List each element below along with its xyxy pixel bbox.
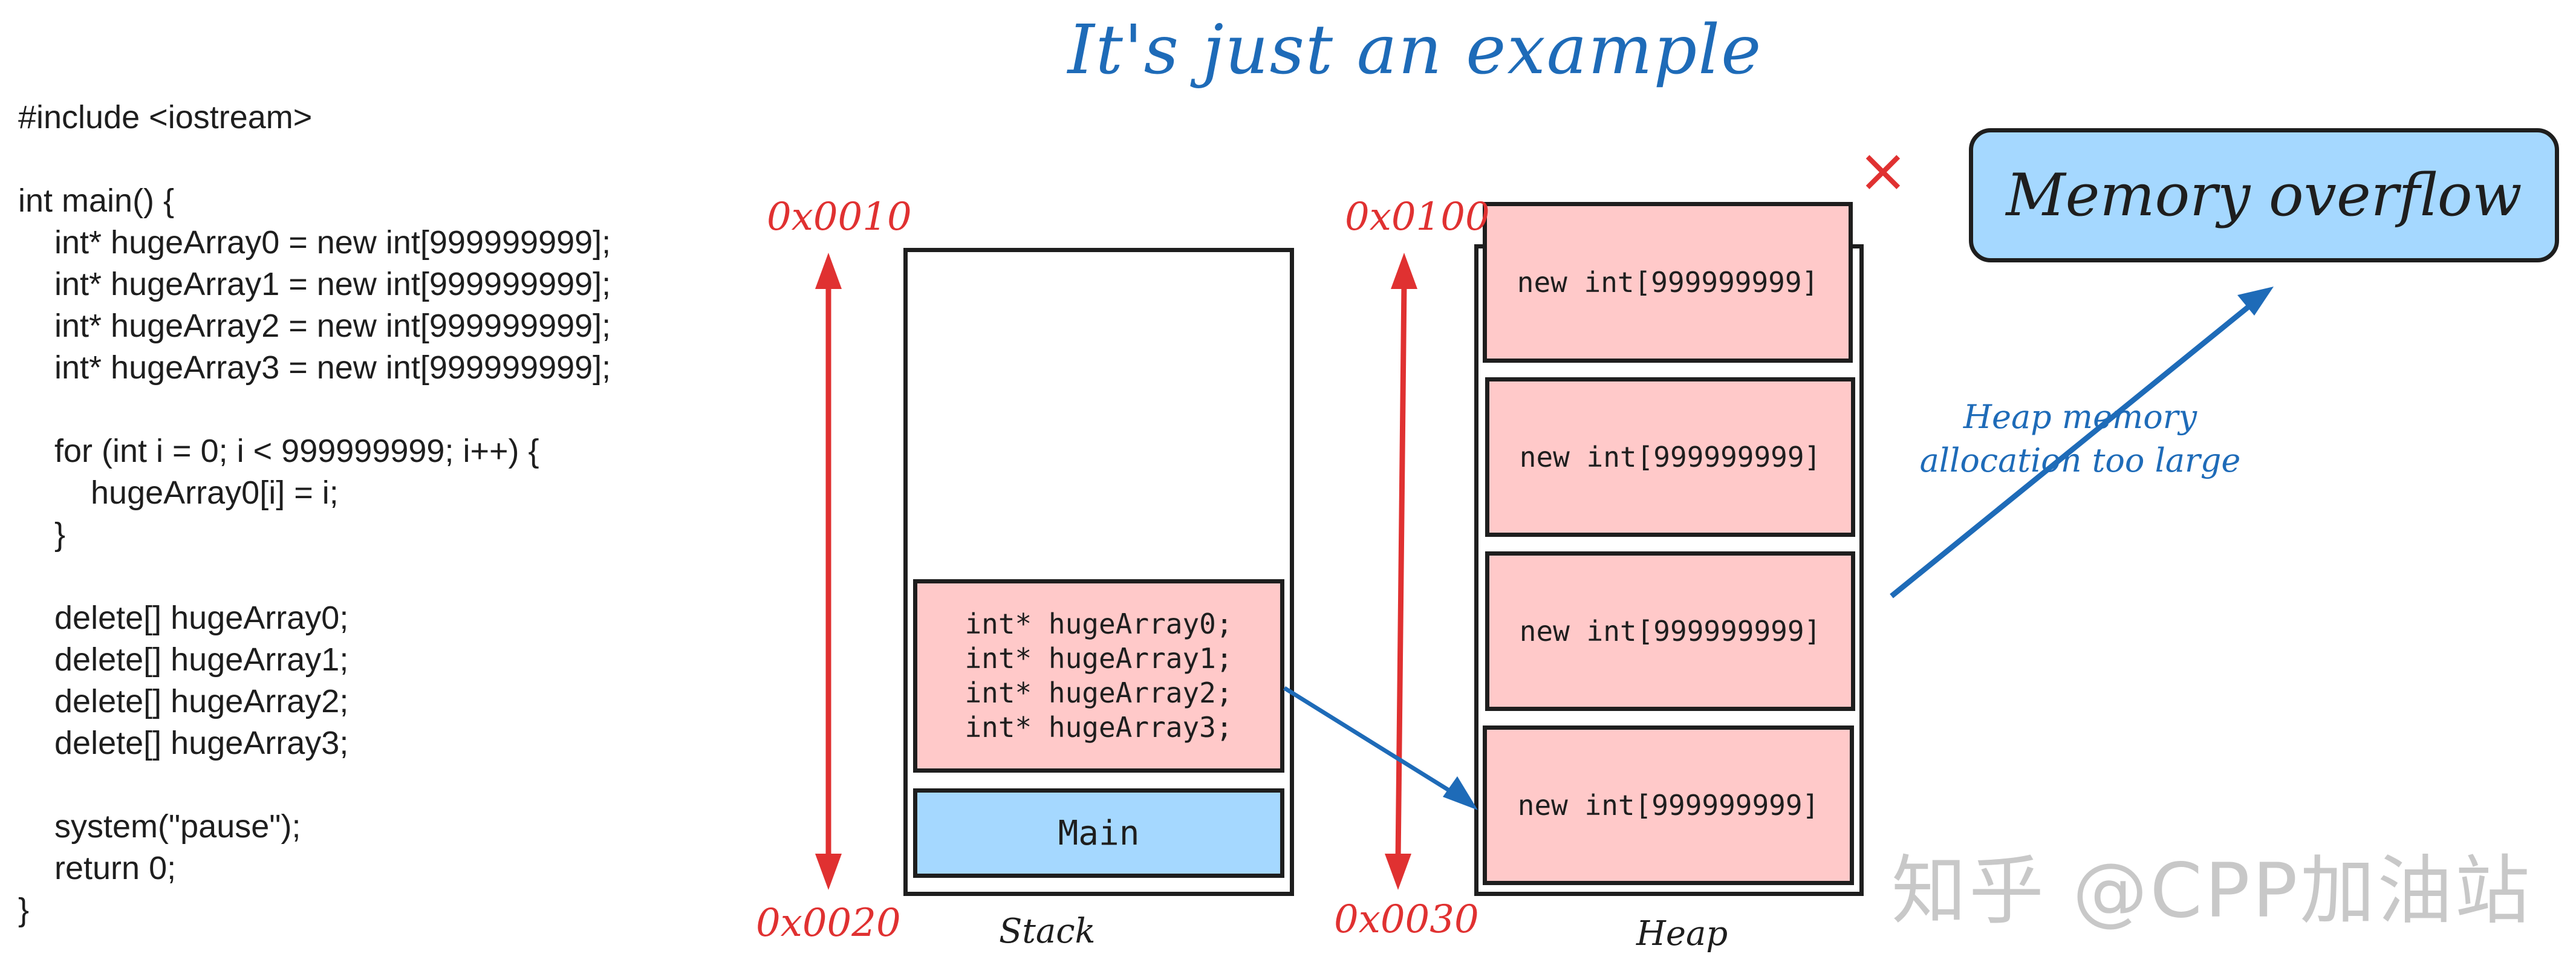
stack-label: Stack <box>999 912 1096 951</box>
heap-note: Heap memory allocation too large <box>1893 395 2268 482</box>
stack-variable: int* hugeArray3; <box>964 711 1233 744</box>
stack-container <box>903 248 1294 896</box>
heap-block: new int[999999999] <box>1485 551 1855 711</box>
heap-block: new int[999999999] <box>1483 202 1853 363</box>
heap-block-label: new int[999999999] <box>1519 615 1821 648</box>
diagram-title: It's just an example <box>1067 11 1763 89</box>
stack-bottom-address: 0x0020 <box>756 901 901 946</box>
code-line: delete[] hugeArray1; <box>18 641 349 678</box>
code-line: int* hugeArray3 = new int[999999999]; <box>18 349 611 386</box>
code-line: delete[] hugeArray2; <box>18 683 349 719</box>
main-frame-box: Main <box>913 788 1284 878</box>
heap-bottom-address: 0x0030 <box>1334 897 1479 942</box>
stack-variable: int* hugeArray1; <box>964 642 1233 675</box>
heap-block: new int[999999999] <box>1485 377 1855 537</box>
code-line: } <box>18 516 66 553</box>
heap-top-address: 0x0100 <box>1345 195 1490 239</box>
code-line: hugeArray0[i] = i; <box>18 475 339 511</box>
code-line: for (int i = 0; i < 999999999; i++) { <box>18 433 539 469</box>
heap-block-label: new int[999999999] <box>1519 441 1821 473</box>
heap-block: new int[999999999] <box>1483 725 1854 885</box>
code-line: int* hugeArray2 = new int[999999999]; <box>18 308 611 344</box>
code-line: return 0; <box>18 850 177 886</box>
overflow-arrow <box>1890 287 2274 599</box>
stack-variables-box: int* hugeArray0; int* hugeArray1; int* h… <box>913 579 1284 773</box>
code-line: int main() { <box>18 183 175 219</box>
code-line: int* hugeArray1 = new int[999999999]; <box>18 266 611 302</box>
code-line: delete[] hugeArray0; <box>18 600 349 636</box>
heap-block-label: new int[999999999] <box>1517 266 1819 299</box>
watermark: 知乎 @CPP加油站 <box>1891 848 2532 935</box>
heap-note-line: allocation too large <box>1919 441 2241 479</box>
pointer-arrow <box>1283 686 1478 810</box>
heap-label: Heap <box>1636 914 1728 953</box>
code-listing: #include <iostream> int main() { int* hu… <box>18 97 611 931</box>
code-line: int* hugeArray0 = new int[999999999]; <box>18 224 611 261</box>
stack-range-arrow <box>815 253 842 890</box>
code-line: #include <iostream> <box>18 99 313 135</box>
heap-block-label: new int[999999999] <box>1517 789 1820 822</box>
stack-variable: int* hugeArray2; <box>964 677 1233 709</box>
stack-variable: int* hugeArray0; <box>964 608 1233 640</box>
code-line: delete[] hugeArray3; <box>18 725 349 761</box>
heap-range-arrow <box>1385 253 1417 890</box>
code-line: } <box>18 892 30 928</box>
heap-note-line: Heap memory <box>1963 398 2197 436</box>
code-line: system("pause"); <box>18 808 301 845</box>
memory-overflow-box: Memory overflow <box>1969 128 2559 262</box>
cross-icon: × <box>1858 135 1908 206</box>
stack-top-address: 0x0010 <box>767 195 912 239</box>
